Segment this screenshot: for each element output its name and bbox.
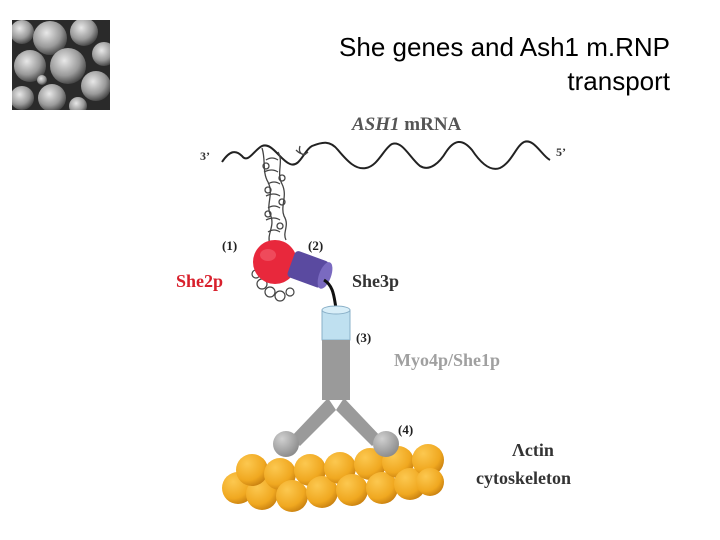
mrna-label: ASH1 mRNA [351,114,462,135]
mrna-suffix: mRNA [400,114,462,135]
myo4p-head-top [321,305,351,315]
myosin-stalk [322,340,350,400]
step-4-label: (4) [398,422,413,437]
actin-filament [222,444,444,512]
mrna-gene-name: ASH1 [351,114,400,135]
she3p-label: She3p [352,271,399,291]
actin-label: Λctin [512,440,554,460]
step-1-label: (1) [222,238,237,253]
myosin-leg-right [336,398,382,446]
she3p-protein [287,251,333,289]
cytoskeleton-label: cytoskeleton [476,468,571,488]
she2p-label: She2p [176,271,223,291]
mrna-strand [221,140,551,170]
she3p-myo4p-linker [323,278,338,309]
mrna-3-end-label: 3’ [200,149,210,163]
step-3-label: (3) [356,330,371,345]
step-2-label: (2) [308,238,323,253]
mrna-5-end-label: 5’ [556,145,566,159]
mrna-stem-loop [261,145,309,245]
myosin-motor-head-left [273,431,299,457]
myo4p-she1p-label: Myo4p/She1p [394,350,500,370]
title-line-2: transport [567,66,670,96]
she2p-highlight [260,249,276,261]
slide-title: She genes and Ash1 m.RNP transport [230,30,670,98]
title-line-1: She genes and Ash1 m.RNP [339,32,670,62]
myosin-motor-head-right [373,431,399,457]
myosin-leg-left [290,398,336,446]
yeast-micrograph-image [12,20,110,110]
